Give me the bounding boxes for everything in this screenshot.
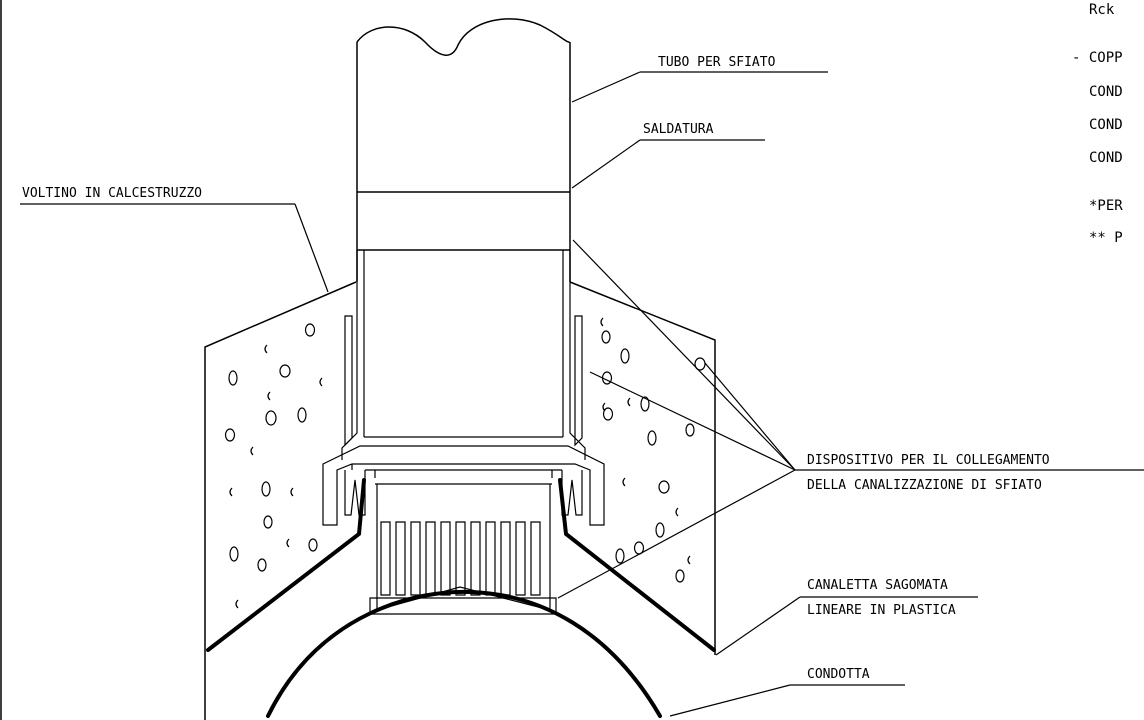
concrete-block-left (204, 281, 357, 720)
concrete-block-right (569, 281, 716, 655)
notes-block: Rck - COPP COND COND COND *PER ** P (1072, 2, 1123, 246)
note-line-3: COND (1089, 84, 1123, 100)
connection-device (322, 250, 605, 615)
label-canaletta-line1: CANALETTA SAGOMATA (807, 578, 948, 593)
label-dispositivo-line1: DISPOSITIVO PER IL COLLEGAMENTO (807, 453, 1050, 468)
concrete-aggregate (224, 317, 706, 609)
note-line-7: ** P (1089, 230, 1123, 246)
weld-band (357, 191, 570, 251)
note-line-6: *PER (1089, 198, 1123, 214)
note-line-4: COND (1089, 117, 1123, 133)
note-line-5: COND (1089, 150, 1123, 166)
vent-pipe (356, 18, 571, 282)
label-tubo-per-sfiato: TUBO PER SFIATO (658, 55, 776, 70)
note-line-1: Rck (1089, 2, 1115, 18)
label-saldatura: SALDATURA (643, 122, 714, 137)
main-pipe-arc (266, 589, 662, 718)
note-line-2: - COPP (1072, 50, 1123, 66)
label-canaletta-line2: LINEARE IN PLASTICA (807, 603, 956, 618)
device-teeth (380, 521, 541, 596)
label-dispositivo-line2: DELLA CANALIZZAZIONE DI SFIATO (807, 478, 1042, 493)
leader-lines (20, 71, 1144, 717)
label-condotta: CONDOTTA (807, 667, 870, 682)
shaped-channel (206, 478, 716, 652)
label-voltino: VOLTINO IN CALCESTRUZZO (22, 186, 202, 201)
